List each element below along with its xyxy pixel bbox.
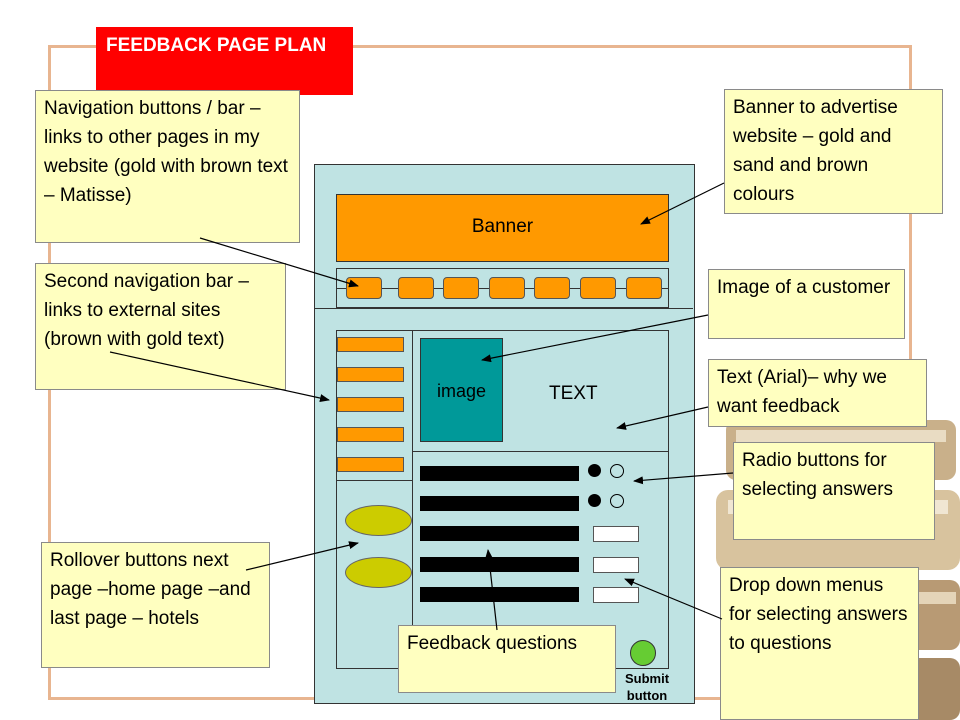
arrow-second-navigation: [109, 351, 330, 402]
note-feedback-questions: Feedback questions: [398, 625, 616, 693]
note-image: Image of a customer: [708, 269, 905, 339]
note-text: Text (Arial)– why we want feedback: [708, 359, 927, 427]
feedback-question-1: [420, 466, 579, 481]
note-banner: Banner to advertise website – gold and s…: [724, 89, 943, 214]
side-nav-button-1[interactable]: [337, 337, 404, 352]
note-second-navigation: Second navigation bar – links to externa…: [35, 263, 286, 390]
radio-unselected-1[interactable]: [610, 464, 624, 478]
text-placeholder: TEXT: [549, 383, 598, 404]
nav-button-2[interactable]: [398, 277, 434, 299]
radio-unselected-2[interactable]: [610, 494, 624, 508]
note-radio: Radio buttons for selecting answers: [733, 442, 935, 540]
page-title: FEEDBACK PAGE PLAN: [96, 27, 353, 95]
arrow-banner: [640, 182, 725, 225]
dropdown-3[interactable]: [593, 587, 639, 603]
submit-button[interactable]: [630, 640, 656, 666]
nav-button-5[interactable]: [534, 277, 570, 299]
arrow-image: [481, 314, 709, 363]
rollover-button-home[interactable]: [345, 505, 412, 536]
arrow-dropdown: [624, 578, 723, 620]
arrow-radio: [633, 472, 734, 485]
dropdown-2[interactable]: [593, 557, 639, 573]
dropdown-1[interactable]: [593, 526, 639, 542]
radio-selected-1[interactable]: [588, 464, 601, 477]
nav-button-7[interactable]: [626, 277, 662, 299]
feedback-question-5: [420, 587, 579, 602]
submit-label: Submit button: [624, 671, 670, 703]
side-nav-button-5[interactable]: [337, 457, 404, 472]
side-nav-divider: [336, 480, 413, 481]
side-nav-button-4[interactable]: [337, 427, 404, 442]
banner: Banner: [336, 194, 669, 262]
note-navigation: Navigation buttons / bar – links to othe…: [35, 90, 300, 243]
second-navigation-bar: [336, 330, 413, 669]
side-nav-button-2[interactable]: [337, 367, 404, 382]
radio-selected-2[interactable]: [588, 494, 601, 507]
arrow-navigation: [199, 237, 359, 288]
arrow-text: [616, 406, 709, 430]
customer-image: image: [420, 338, 503, 442]
feedback-question-4: [420, 557, 579, 572]
nav-button-6[interactable]: [580, 277, 616, 299]
arrow-rollover: [245, 541, 359, 571]
rollover-button-hotels[interactable]: [345, 557, 412, 588]
nav-button-3[interactable]: [443, 277, 479, 299]
arrow-feedback-questions: [485, 549, 498, 631]
nav-bottom-line: [314, 308, 693, 309]
content-divider: [413, 451, 669, 452]
side-nav-button-3[interactable]: [337, 397, 404, 412]
note-rollover: Rollover buttons next page –home page –a…: [41, 542, 270, 668]
feedback-question-2: [420, 496, 579, 511]
feedback-question-3: [420, 526, 579, 541]
nav-button-4[interactable]: [489, 277, 525, 299]
